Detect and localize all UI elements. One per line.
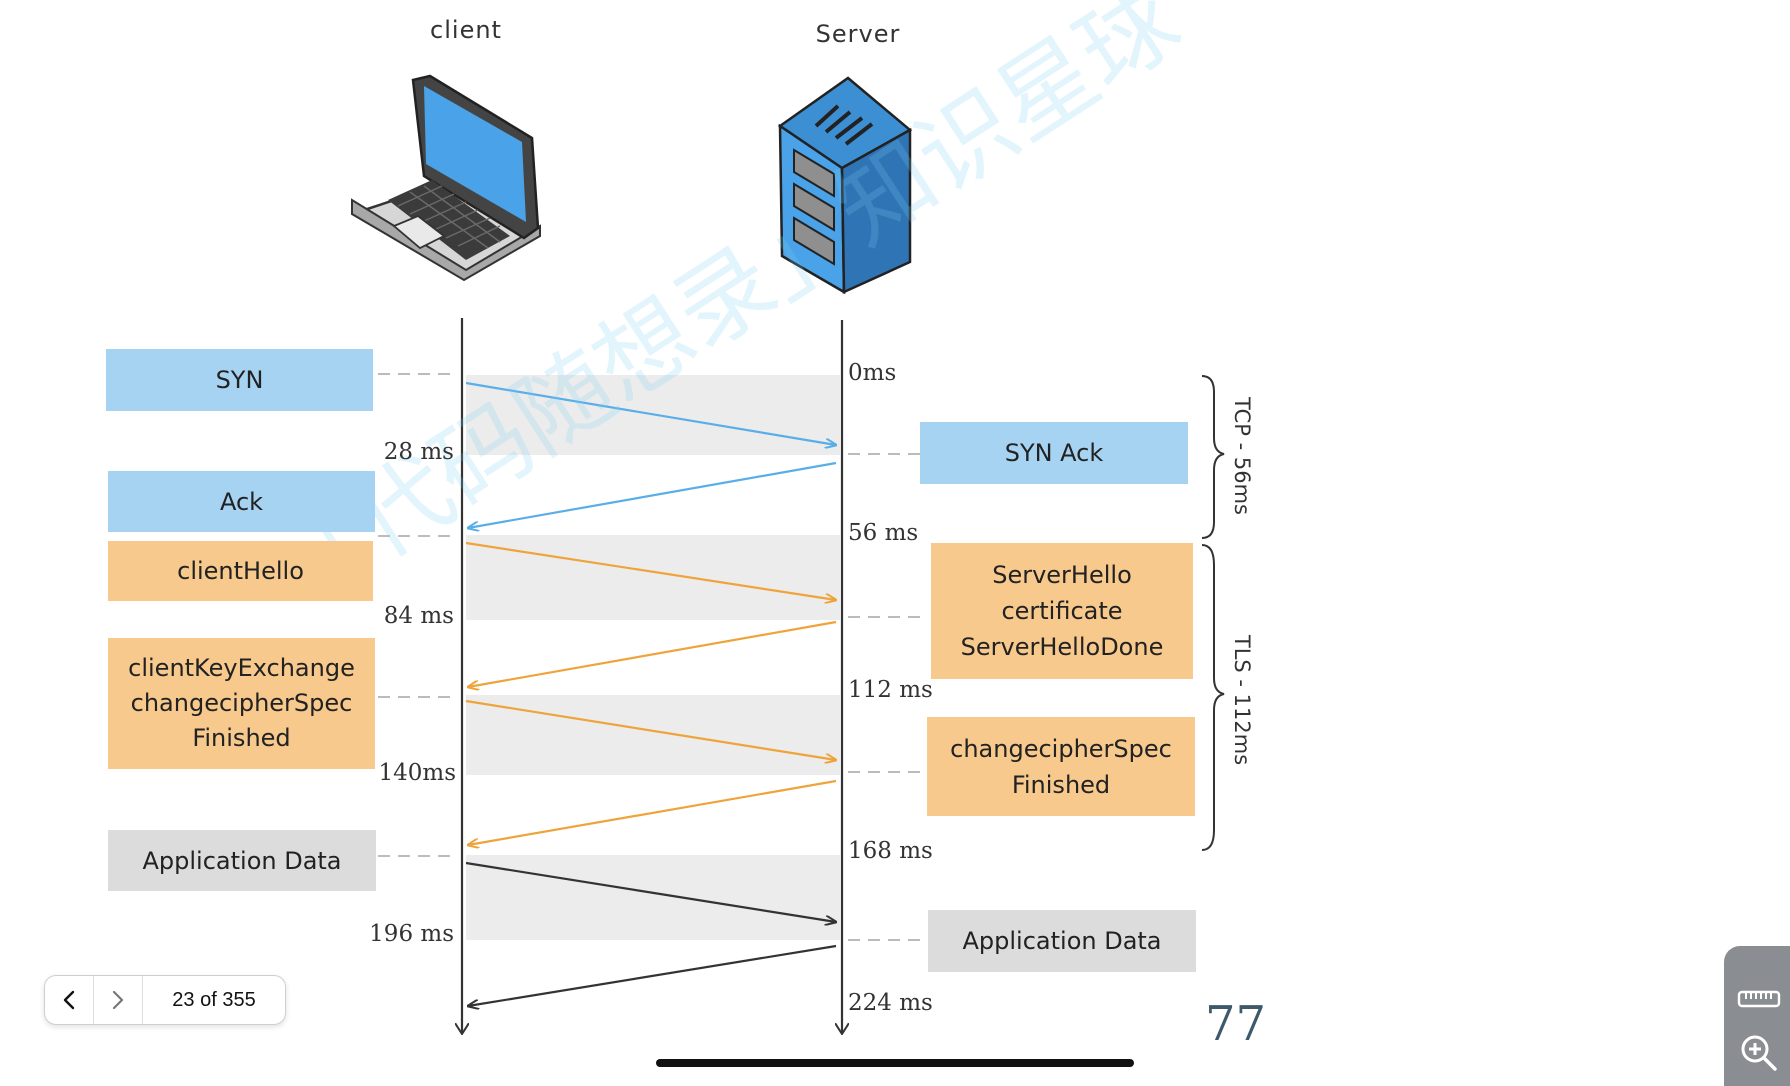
time-label-140ms: 140ms [378, 760, 456, 786]
message-client-hello: clientHello [108, 541, 373, 601]
message-line: Ack [219, 487, 264, 516]
next-page-button[interactable] [94, 976, 143, 1024]
time-label-28ms: 28 ms [383, 439, 454, 465]
client-heading: client [430, 16, 502, 44]
tcp-brace [1201, 375, 1225, 539]
message-server-hello: ServerHello certificate ServerHelloDone [931, 543, 1193, 679]
message-app-data-server: Application Data [928, 910, 1196, 972]
message-key-exchange: clientKeyExchange changecipherSpec Finis… [108, 638, 375, 769]
message-app-data-client: Application Data [108, 830, 376, 891]
message-syn-ack: SYN Ack [920, 422, 1188, 484]
ruler-button[interactable] [1732, 976, 1786, 1022]
laptop-icon [351, 74, 541, 282]
arrow-server-finished [468, 779, 837, 845]
zoom-in-button[interactable] [1732, 1030, 1786, 1076]
server-icon [777, 76, 913, 295]
arrow-app-response [468, 944, 837, 1006]
message-ack: Ack [108, 471, 375, 532]
arrow-key-exchange [465, 699, 836, 760]
message-line: certificate [1001, 597, 1123, 625]
tls-phase-label: TLS - 112ms [1230, 634, 1254, 766]
arrow-syn-ack [468, 461, 837, 528]
message-line: changecipherSpec [130, 689, 353, 717]
time-label-112ms: 112 ms [848, 677, 933, 703]
tls-brace [1201, 544, 1225, 851]
previous-page-button[interactable] [45, 976, 94, 1024]
server-heading: Server [815, 20, 901, 48]
message-line: Finished [192, 724, 291, 752]
message-line: ServerHelloDone [960, 633, 1164, 661]
time-label-196ms: 196 ms [369, 921, 454, 947]
message-line: SYN Ack [1004, 439, 1104, 467]
time-label-168ms: 168 ms [848, 838, 933, 864]
time-bands [466, 375, 840, 940]
arrow-server-hello [468, 620, 837, 687]
message-syn: SYN [106, 349, 373, 411]
dashed-leaders [378, 373, 925, 941]
tcp-phase-label: TCP - 56ms [1230, 397, 1254, 515]
arrow-app-request [465, 861, 836, 922]
arrow-client-hello [465, 541, 836, 600]
message-line: Finished [1011, 770, 1111, 799]
page-navigator: 23 of 355 [44, 975, 286, 1025]
page-number: 77 [1205, 996, 1267, 1052]
chevron-right-icon [112, 990, 124, 1010]
time-label-224ms: 224 ms [848, 990, 933, 1016]
message-line: Application Data [142, 846, 342, 875]
tool-strip [1724, 946, 1790, 1086]
time-label-0ms: 0ms [848, 360, 897, 386]
time-label-56ms: 56 ms [848, 520, 919, 546]
home-indicator[interactable] [656, 1059, 1134, 1067]
chevron-left-icon [63, 990, 75, 1010]
message-line: clientHello [177, 557, 304, 585]
message-line: ServerHello [992, 561, 1132, 589]
message-line: changecipherSpec [950, 734, 1172, 763]
message-change-cipher: changecipherSpec Finished [927, 717, 1195, 816]
message-line: clientKeyExchange [128, 654, 355, 682]
message-line: SYN [215, 366, 264, 394]
ruler-icon [1737, 990, 1781, 1008]
message-line: Application Data [962, 927, 1162, 955]
page-counter: 23 of 355 [172, 988, 256, 1011]
arrow-syn [465, 381, 836, 445]
time-label-84ms: 84 ms [383, 603, 454, 629]
zoom-in-icon [1741, 1035, 1777, 1071]
